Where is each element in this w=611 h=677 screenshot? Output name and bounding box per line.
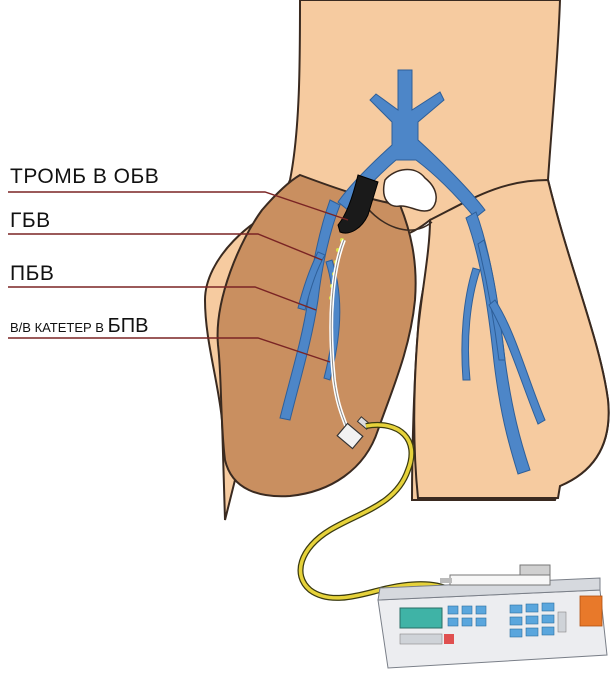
label-gsv: ГБВ xyxy=(10,210,51,231)
label-thrombus: ТРОМБ В ОБВ xyxy=(10,166,159,187)
label-catheter: В/В КАТЕТЕР В БПВ xyxy=(10,316,148,336)
label-catheter-prefix: В/В КАТЕТЕР В xyxy=(10,320,104,335)
label-sfv: ПБВ xyxy=(10,263,54,284)
syringe-pump-icon xyxy=(378,565,607,668)
label-catheter-emphasis: БПВ xyxy=(108,315,149,337)
